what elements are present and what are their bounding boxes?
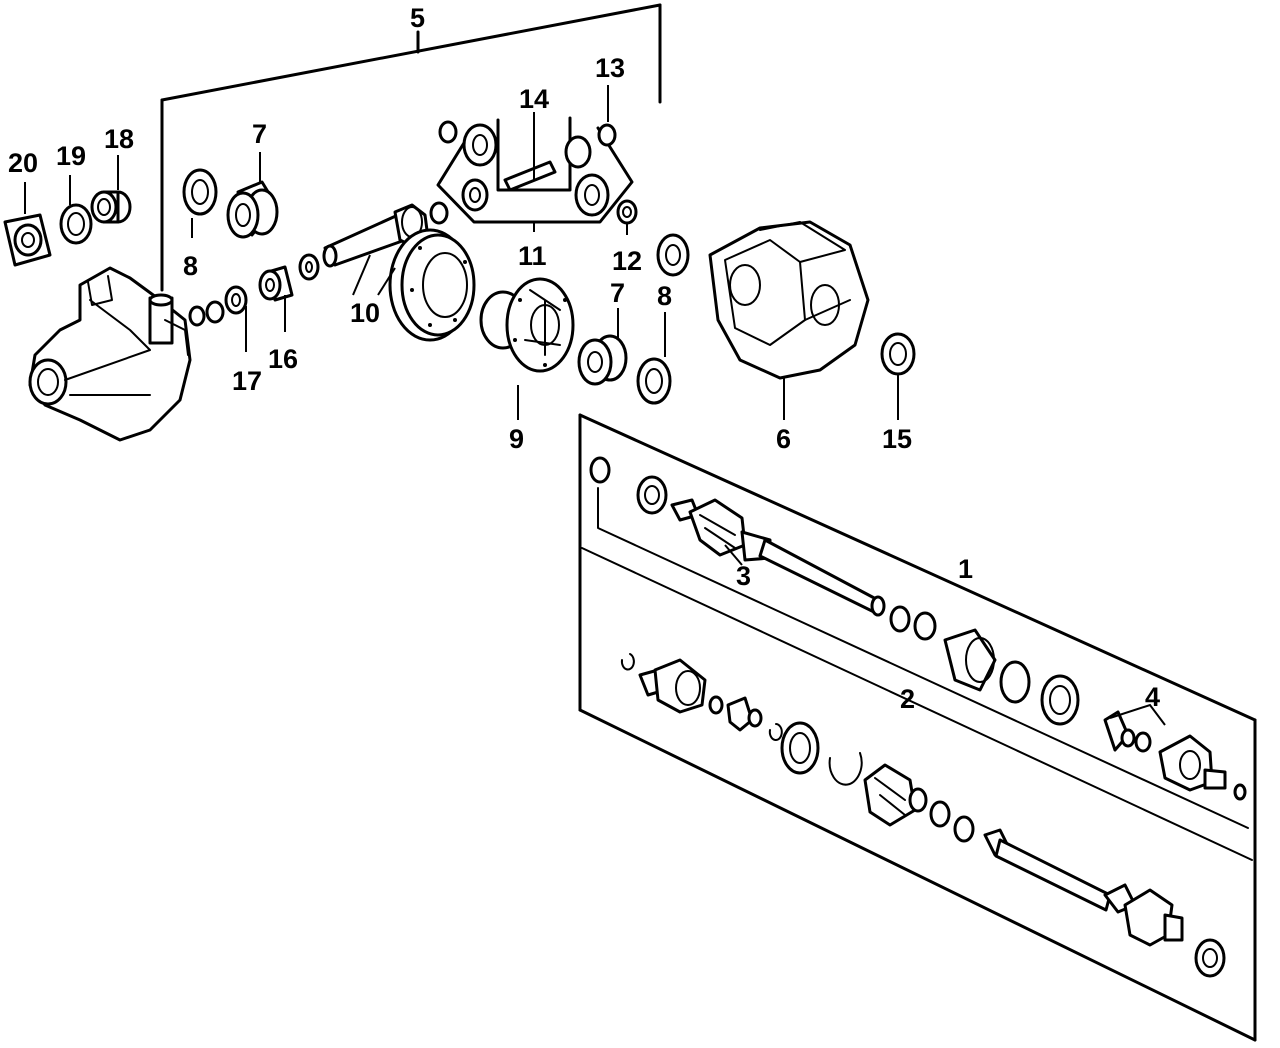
differential-cover-6	[708, 220, 870, 380]
pinion-seal-19	[59, 203, 93, 245]
label-6: 6	[776, 424, 791, 454]
leader-lines	[24, 85, 1166, 726]
bearing-7-lower	[577, 334, 628, 386]
seal-8-right-upper	[656, 233, 690, 277]
seal-8-right-lower	[636, 357, 672, 405]
callout-labels: 1 2 3 4 5 6 7 7 8 8 9 10 11 12 13 14 15 …	[8, 3, 1160, 714]
differential-gear-set-11	[436, 116, 634, 232]
seal-8-upper	[182, 168, 218, 216]
bearing-7-upper	[226, 180, 279, 239]
label-18: 18	[104, 124, 134, 154]
upper-axle-shaft	[589, 456, 1247, 801]
label-8-left: 8	[183, 251, 198, 281]
washer-left-of-11	[429, 201, 449, 225]
differential-case-9	[479, 277, 575, 373]
label-15: 15	[882, 424, 912, 454]
label-13: 13	[595, 53, 625, 83]
leader-10	[352, 254, 396, 296]
spacer-16	[258, 265, 294, 302]
axle-assembly-box	[578, 413, 1257, 1042]
pinion-bearing-18	[90, 190, 132, 224]
carrier-housing	[28, 266, 192, 442]
label-7-lower: 7	[610, 278, 625, 308]
label-16: 16	[268, 344, 298, 374]
companion-flange-20	[3, 213, 52, 267]
label-19: 19	[56, 141, 86, 171]
label-3: 3	[736, 561, 751, 591]
label-17: 17	[232, 366, 262, 396]
washer	[298, 253, 320, 281]
label-8-right: 8	[657, 281, 672, 311]
label-20: 20	[8, 148, 38, 178]
label-14: 14	[519, 84, 549, 114]
label-12: 12	[612, 246, 642, 276]
label-2: 2	[900, 684, 915, 714]
shims-17	[188, 285, 248, 327]
label-5: 5	[410, 3, 425, 33]
seal-15	[880, 332, 916, 376]
bracket-5	[160, 3, 662, 292]
label-11: 11	[518, 241, 547, 271]
label-9: 9	[509, 424, 524, 454]
label-4: 4	[1145, 682, 1160, 712]
label-1: 1	[958, 554, 973, 584]
washer-13	[597, 123, 617, 147]
ring-gear-10	[388, 228, 476, 342]
label-7-upper: 7	[252, 119, 267, 149]
label-10: 10	[350, 298, 380, 328]
lower-axle-shaft	[620, 653, 1226, 978]
washer-12	[616, 199, 638, 225]
